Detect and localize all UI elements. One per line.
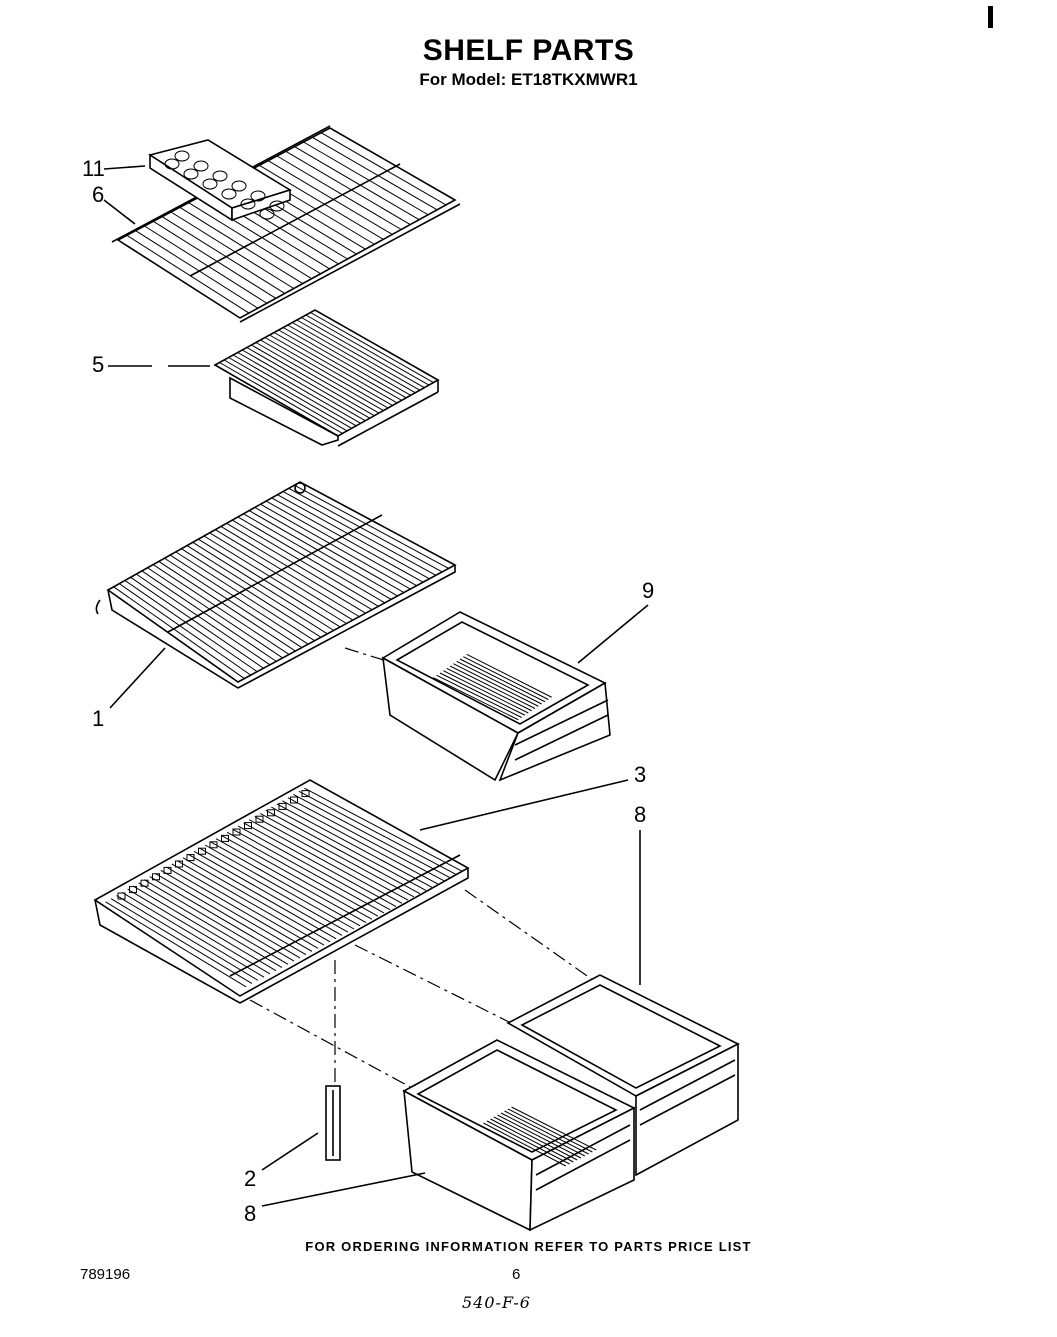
page-title: SHELF PARTS (422, 34, 635, 67)
shelf-part-5 (213, 309, 440, 447)
callout-8-top: 8 (634, 802, 647, 827)
assembly-alignment-lines (249, 647, 601, 1089)
callout-2: 2 (244, 1166, 257, 1191)
callout-11: 11 (82, 156, 105, 181)
ordering-info-note: FOR ORDERING INFORMATION REFER TO PARTS … (305, 1239, 752, 1254)
wire-shelf-part-6 (111, 125, 461, 323)
support-post-part-2 (325, 1085, 341, 1161)
crisper-drawer-part-8-right (506, 974, 740, 1177)
callout-3: 3 (634, 762, 647, 787)
crisper-drawer-part-9 (381, 611, 611, 782)
crisper-cover-part-3 (93, 779, 470, 1004)
ice-tray-part-11 (148, 139, 292, 222)
page-number: 6 (512, 1266, 521, 1283)
callout-1: 1 (92, 706, 105, 731)
handwritten-reference: 540-F-6 (462, 1293, 531, 1312)
callout-8-bottom: 8 (244, 1201, 257, 1226)
document-number: 789196 (80, 1266, 131, 1283)
model-subtitle: For Model: ET18TKXMWR1 (419, 70, 638, 89)
crisper-drawer-part-8-left (402, 1039, 636, 1232)
callout-5: 5 (92, 352, 105, 377)
callout-9: 9 (642, 578, 655, 603)
callout-leader-lines (103, 165, 649, 1207)
wire-shelf-part-1 (95, 481, 457, 689)
corner-registration-mark (988, 6, 993, 28)
callout-6: 6 (92, 182, 105, 207)
